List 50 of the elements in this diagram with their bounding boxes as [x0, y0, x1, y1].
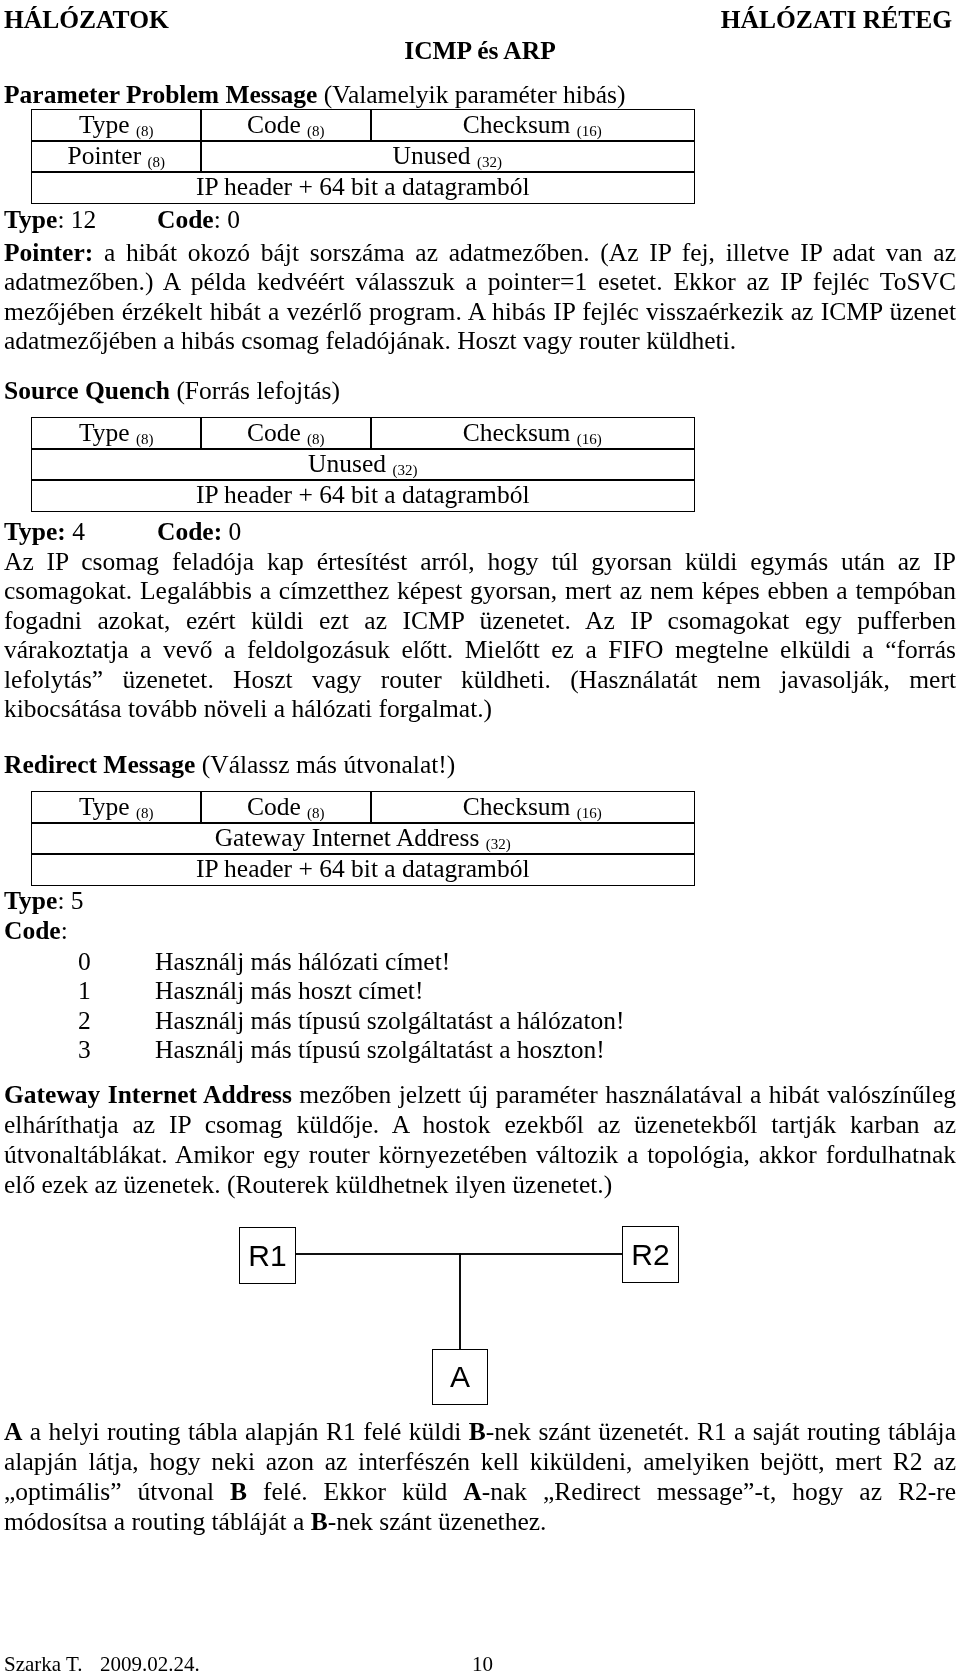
code-number: 3 [78, 1036, 91, 1064]
type-code-text: Code: [4, 917, 68, 945]
header-field-cell: Checksum $_{(16)}$ [370, 109, 695, 142]
type-code-text: Type: 5 [4, 887, 84, 915]
type-code-text: Code: 0 [157, 518, 242, 546]
header-field-cell: Code $_{(8)}$ [200, 109, 372, 142]
code-description: Használj más típusú szolgáltatást a hoszton! [155, 1036, 605, 1064]
router-box [432, 1349, 488, 1405]
header-field-cell: Type $_{(8)}$ [31, 417, 202, 450]
code-number: 2 [78, 1007, 91, 1035]
page-number: 10 [472, 1651, 493, 1674]
page-subtitle: ICMP és ARP [403, 37, 557, 65]
header-field-cell: Checksum $_{(16)}$ [370, 791, 695, 824]
code-number: 1 [78, 977, 91, 1005]
type-code-text: Type: 4 [4, 518, 85, 546]
date-text: 2009.02.24. [100, 1651, 200, 1674]
router-box [239, 1227, 296, 1284]
header-field-cell: Checksum $_{(16)}$ [370, 417, 695, 450]
network-link-line [459, 1253, 623, 1350]
node-label: R2 [631, 1237, 670, 1272]
section-heading: Parameter Problem Message (Valamelyik paraméter hibás) [4, 81, 626, 109]
header-field-cell: Code $_{(8)}$ [200, 417, 372, 450]
header-field-cell: IP header + 64 bit a datagramból [31, 853, 695, 886]
header-field-cell: Type $_{(8)}$ [31, 109, 202, 142]
header-field-cell: Unused $_{(32)}$ [200, 140, 695, 173]
code-number: 0 [78, 948, 91, 976]
node-label: R1 [248, 1238, 287, 1273]
header-field-cell: Gateway Internet Address $_{(32)}$ [31, 822, 695, 855]
code-description: Használj más hálózati címet! [155, 948, 451, 976]
header-field-cell: IP header + 64 bit a datagramból [31, 479, 695, 512]
header-field-cell: Code $_{(8)}$ [200, 791, 372, 824]
node-label: A [450, 1360, 470, 1394]
router-box [622, 1226, 679, 1283]
page-header-title: HÁLÓZATI RÉTEG [720, 6, 952, 34]
type-code-text: Code: 0 [157, 206, 240, 234]
page-header-title: HÁLÓZATOK [4, 6, 169, 34]
author-name: Szarka T. [4, 1651, 83, 1674]
code-description: Használj más típusú szolgáltatást a hálózaton! [155, 1007, 625, 1035]
section-heading: Redirect Message (Válassz más útvonalat!) [4, 751, 456, 779]
body-paragraph: Gateway Internet Address mezőben jelzett új paraméter használatával a hibát valószínűleg elháríthatja az IP csomag küldője. A hostok ezekből az üzenetekből tartják karban az útvonaltáblákat. Amikor egy router környezetében változik a topológia, akkor fordulhatnak elő ezek az üzenetek. (Routerek küldhetnek ilyen üzenetet.) [4, 1080, 956, 1200]
code-description: Használj más hoszt címet! [155, 977, 424, 1005]
section-heading: Source Quench (Forrás lefojtás) [4, 377, 340, 405]
header-field-cell: Type $_{(8)}$ [31, 791, 202, 824]
header-field-cell: Pointer $_{(8)}$ [31, 140, 202, 173]
type-code-text: Type: 12 [4, 206, 97, 234]
header-field-cell: Unused $_{(32)}$ [31, 448, 695, 481]
body-paragraph: Pointer: a hibát okozó bájt sorszáma az adatmezőben. (Az IP fej, illetve IP adat van az adatmezőben.) A példa kedvéért válasszuk a pointer=1 esetet. Ekkor az IP fejléc ToSVC mezőjében érzékelt hibát a vezérlő program. A hibás IP fejléc visszaérkezik az ICMP üzenet adatmezőjében a hibás csomag feladójának. Hoszt vagy router küldheti. [4, 238, 956, 356]
body-paragraph: A a helyi routing tábla alapján R1 felé küldi B-nek szánt üzenetét. R1 a saját routing táblája alapján látja, hogy neki azon az interfészén kell kiküldeni, amelyiken bejött, mert R2 az „optimális” útvonal B felé. Ekkor küld A-nak „Redirect message”-t, hogy az R2-re módosítsa a routing tábláját a B-nek szánt üzenethez. [4, 1417, 956, 1537]
body-paragraph: Az IP csomag feladója kap értesítést arról, hogy túl gyorsan küldi egymás után az IP csomagokat. Legalábbis a címzetthez képest gyorsan, mert az nem képes ebben a tempóban fogadni azokat, ezért küldi ezt az ICMP üzenetet. Az IP csomagokat egy pufferben várakoztatja a vevő a feldolgozásuk előtt. Mielőtt ez a FIFO megtelne elküldi a “forrás lefolytás” üzenetet. Hoszt vagy router küldheti. (Használatát nem javasolják, mert kibocsátása tovább növeli a hálózati forgalmat.) [4, 547, 956, 724]
header-field-cell: IP header + 64 bit a datagramból [31, 171, 695, 204]
